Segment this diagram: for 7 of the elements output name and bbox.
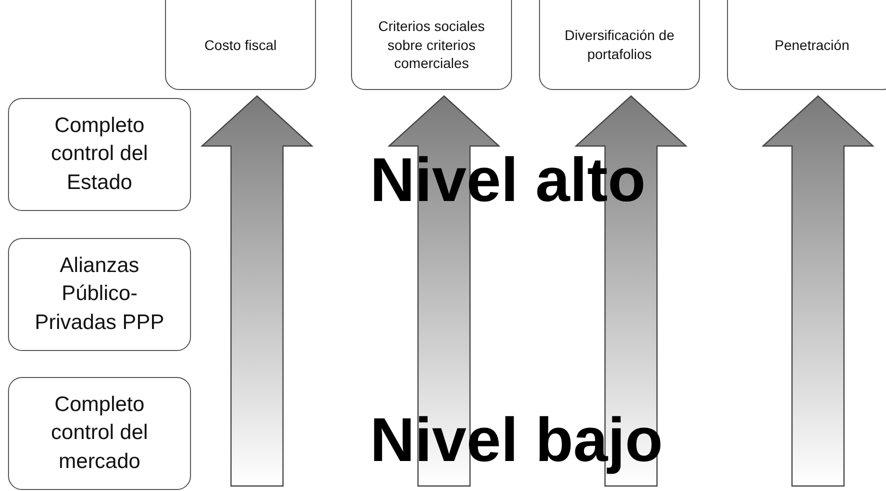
row-label-box: Completo control del mercado — [8, 377, 191, 490]
column-header-box: Criterios sociales sobre criterios comerciales — [351, 0, 512, 90]
column-header-box: Penetración — [727, 0, 886, 90]
row-label-box: Completo control del Estado — [8, 98, 191, 211]
row-label-box: Alianzas Público-Privadas PPP — [8, 238, 191, 351]
column-header-box: Costo fiscal — [165, 0, 316, 90]
column-header-box: Diversificación de portafolios — [539, 0, 700, 90]
